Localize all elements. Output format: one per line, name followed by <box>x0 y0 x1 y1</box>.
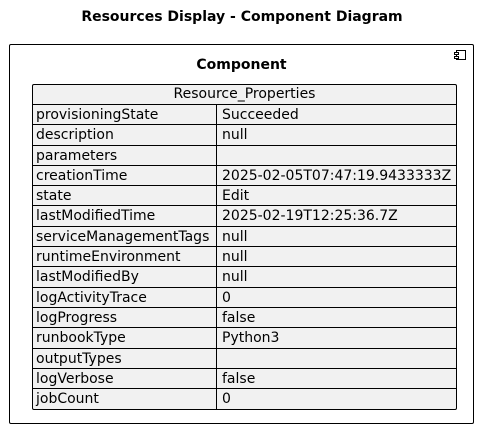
property-key: runtimeEnvironment <box>33 247 217 267</box>
table-row: lastModifiedBy null <box>33 267 456 288</box>
property-key: serviceManagementTags <box>33 226 217 247</box>
component-name: Component <box>196 57 287 73</box>
property-key: creationTime <box>33 165 217 186</box>
property-value <box>217 349 456 368</box>
property-value: false <box>222 309 256 326</box>
table-row: state Edit <box>33 186 456 207</box>
property-key: parameters <box>33 145 217 165</box>
table-row: parameters <box>33 145 456 166</box>
table-row: jobCount 0 <box>33 389 456 410</box>
property-value: false <box>222 370 256 387</box>
property-key: logActivityTrace <box>33 287 217 307</box>
table-row: runbookType Python3 <box>33 328 456 349</box>
property-value <box>217 146 456 165</box>
property-key: description <box>33 125 217 145</box>
property-value: 0 <box>222 391 231 408</box>
component-box: Component Resource_Properties provisioni… <box>9 44 474 424</box>
property-key: outputTypes <box>33 348 217 368</box>
component-icon <box>454 50 466 60</box>
property-key: logVerbose <box>33 368 217 389</box>
property-key: lastModifiedBy <box>33 267 217 287</box>
property-key: logProgress <box>33 307 217 328</box>
table-row: logProgress false <box>33 307 456 329</box>
property-key: lastModifiedTime <box>33 206 217 226</box>
property-value: null <box>222 269 248 286</box>
property-key: provisioningState <box>33 105 217 125</box>
resource-properties-table: Resource_Properties provisioningState Suc… <box>32 84 457 411</box>
table-row: logVerbose false <box>33 368 456 390</box>
table-row: description null <box>33 125 456 146</box>
diagram-title: Resources Display - Component Diagram <box>81 9 403 25</box>
property-value: null <box>222 249 248 266</box>
table-row: provisioningState Succeeded <box>33 105 456 126</box>
table-row: creationTime 2025-02-05T07:47:19.9433333Z <box>33 165 456 187</box>
property-key: jobCount <box>33 389 217 410</box>
property-key: runbookType <box>33 328 217 348</box>
property-key: state <box>33 186 217 206</box>
property-value: 0 <box>222 289 231 306</box>
table-header: Resource_Properties <box>33 85 456 105</box>
property-value: Edit <box>222 188 250 205</box>
property-value: null <box>222 228 248 245</box>
table-row: logActivityTrace 0 <box>33 287 456 308</box>
table-row: runtimeEnvironment null <box>33 247 456 268</box>
table-rows: provisioningState Succeeded description nul… <box>33 105 456 410</box>
table-row: serviceManagementTags null <box>33 226 456 248</box>
property-value: 2025-02-05T07:47:19.9433333Z <box>222 167 452 184</box>
property-value: 2025-02-19T12:25:36.7Z <box>222 208 398 225</box>
property-value: Python3 <box>222 330 280 347</box>
property-value: null <box>222 127 248 144</box>
table-row: lastModifiedTime 2025-02-19T12:25:36.7Z <box>33 206 456 227</box>
property-value: Succeeded <box>222 107 299 123</box>
table-row: outputTypes <box>33 348 456 369</box>
